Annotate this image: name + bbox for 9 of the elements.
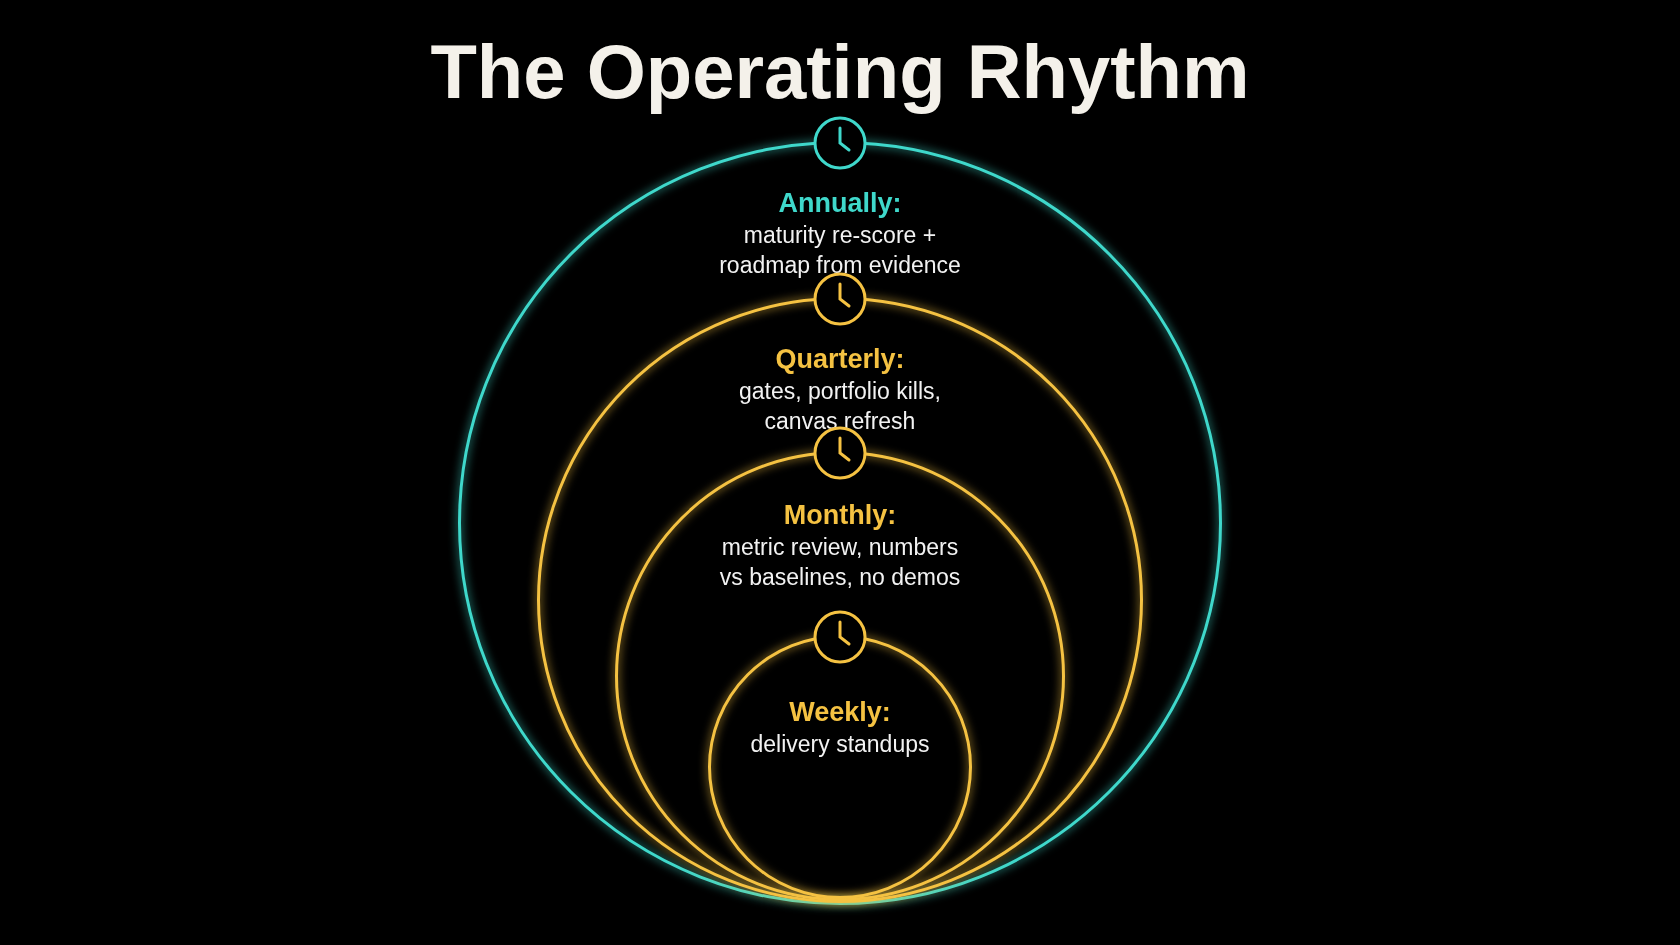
cycle-heading: Monthly: (782, 499, 898, 532)
cycle-description: gates, portfolio kills, canvas refresh (738, 377, 942, 436)
cycle-heading: Quarterly: (774, 343, 906, 376)
cycle-heading: Weekly: (788, 696, 892, 729)
cycle-description: maturity re-score + roadmap from evidence (718, 221, 962, 280)
cycle-description: metric review, numbers vs baselines, no demos (718, 533, 962, 592)
cycle-description: delivery standups (749, 730, 931, 759)
cycle-heading: Annually: (777, 187, 903, 220)
title: The Operating Rhythm (429, 28, 1251, 115)
